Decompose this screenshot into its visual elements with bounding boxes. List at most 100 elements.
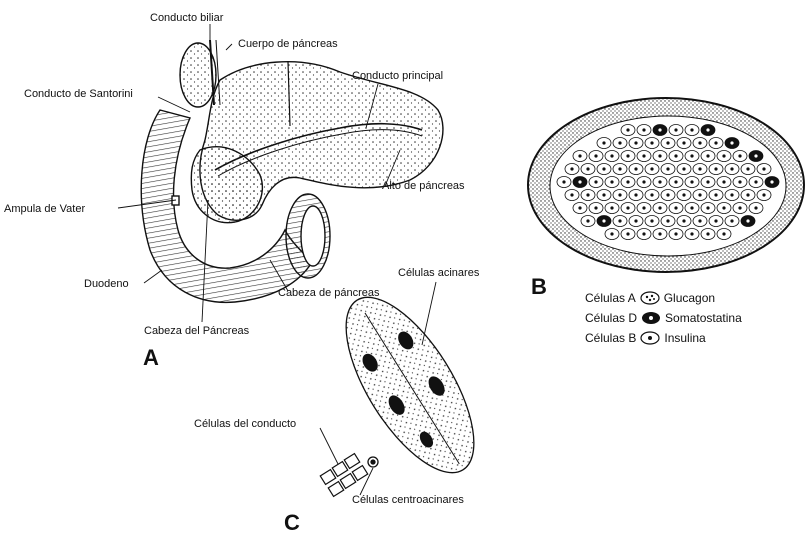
legend-row: Células D Somatostatina <box>585 311 742 325</box>
islet-illustration <box>528 98 804 272</box>
cell-nucleus <box>610 232 613 235</box>
cell-nucleus <box>722 154 725 157</box>
cell-nucleus <box>690 180 693 183</box>
cell-nucleus <box>730 141 733 144</box>
cell-nucleus <box>650 193 653 196</box>
cell-nucleus <box>610 154 613 157</box>
cell-nucleus <box>706 180 709 183</box>
cell-nucleus <box>626 206 629 209</box>
cell-nucleus <box>570 167 573 170</box>
cell-nucleus <box>642 206 645 209</box>
legend-cell-type: Células A <box>585 291 636 305</box>
legend-cell-type: Células B <box>585 331 636 345</box>
label-celulas-centroacinares: Células centroacinares <box>352 494 464 506</box>
cell-nucleus <box>706 154 709 157</box>
label-cabeza-del-pancreas: Cabeza del Páncreas <box>144 325 249 337</box>
cell-nucleus <box>674 128 677 131</box>
cell-nucleus <box>706 128 709 131</box>
cell-nucleus <box>698 141 701 144</box>
cell-nucleus <box>578 206 581 209</box>
cell-nucleus <box>634 167 637 170</box>
cell-nucleus <box>578 180 581 183</box>
cell-nucleus <box>666 193 669 196</box>
cell-nucleus <box>754 206 757 209</box>
label-celulas-acinares: Células acinares <box>398 267 479 279</box>
cell-nucleus <box>746 219 749 222</box>
cell-nucleus <box>738 154 741 157</box>
cell-nucleus <box>570 193 573 196</box>
label-alto-pancreas: Alto de páncreas <box>382 180 465 192</box>
cell-nucleus <box>578 154 581 157</box>
cell-nucleus <box>722 180 725 183</box>
label-conducto-principal: Conducto principal <box>352 70 443 82</box>
cell-nucleus <box>698 219 701 222</box>
label-duodeno: Duodeno <box>84 278 129 290</box>
cell-nucleus <box>642 180 645 183</box>
acinus-illustration <box>320 278 498 496</box>
legend-row: Células BInsulina <box>585 331 706 345</box>
somatostatin-cell-icon <box>641 311 661 325</box>
cell-nucleus <box>722 232 725 235</box>
label-conducto-santorini: Conducto de Santorini <box>24 88 133 100</box>
insulin-cell-icon <box>640 331 660 345</box>
cell-nucleus <box>762 193 765 196</box>
cell-nucleus <box>738 180 741 183</box>
cell-nucleus <box>626 154 629 157</box>
cell-nucleus <box>690 128 693 131</box>
cell-nucleus <box>650 141 653 144</box>
panel-label-c: C <box>284 512 300 534</box>
cell-nucleus <box>586 193 589 196</box>
cell-nucleus <box>690 206 693 209</box>
cell-nucleus <box>634 193 637 196</box>
cell-nucleus <box>770 180 773 183</box>
legend-hormone: Somatostatina <box>665 311 742 325</box>
cell-nucleus <box>642 232 645 235</box>
cell-nucleus <box>642 128 645 131</box>
label-ampula-vater: Ampula de Vater <box>4 203 85 215</box>
cell-nucleus <box>690 232 693 235</box>
panel-label-a: A <box>143 347 159 369</box>
cell-nucleus <box>626 180 629 183</box>
cell-nucleus <box>634 141 637 144</box>
cell-nucleus <box>602 167 605 170</box>
cell-nucleus <box>562 180 565 183</box>
cell-nucleus <box>658 154 661 157</box>
cell-nucleus <box>714 141 717 144</box>
cell-nucleus <box>730 219 733 222</box>
cell-nucleus <box>610 206 613 209</box>
label-celulas-conducto: Células del conducto <box>194 418 296 430</box>
cell-nucleus <box>618 167 621 170</box>
cell-nucleus <box>682 167 685 170</box>
cell-nucleus <box>594 154 597 157</box>
label-conducto-biliar: Conducto biliar <box>150 12 223 24</box>
cell-nucleus <box>682 141 685 144</box>
cell-nucleus <box>722 206 725 209</box>
cell-nucleus <box>586 219 589 222</box>
cell-nucleus <box>714 219 717 222</box>
cell-nucleus <box>730 193 733 196</box>
label-cuerpo-pancreas: Cuerpo de páncreas <box>238 38 338 50</box>
cell-nucleus <box>674 154 677 157</box>
cell-nucleus <box>738 206 741 209</box>
cell-nucleus <box>634 219 637 222</box>
cell-nucleus <box>682 193 685 196</box>
cell-nucleus <box>618 141 621 144</box>
cell-nucleus <box>602 219 605 222</box>
cell-nucleus <box>674 232 677 235</box>
cell-nucleus <box>754 180 757 183</box>
cell-nucleus <box>658 180 661 183</box>
cell-nucleus <box>586 167 589 170</box>
legend-cell-type: Células D <box>585 311 637 325</box>
cell-nucleus <box>762 167 765 170</box>
cell-nucleus <box>674 206 677 209</box>
legend-hormone: Glucagon <box>664 291 715 305</box>
cell-nucleus <box>658 128 661 131</box>
cell-nucleus <box>658 206 661 209</box>
panel-label-b: B <box>531 276 547 298</box>
cell-nucleus <box>602 193 605 196</box>
label-cabeza-pancreas: Cabeza de páncreas <box>278 287 380 299</box>
cell-nucleus <box>706 206 709 209</box>
cell-nucleus <box>666 141 669 144</box>
cell-nucleus <box>666 219 669 222</box>
